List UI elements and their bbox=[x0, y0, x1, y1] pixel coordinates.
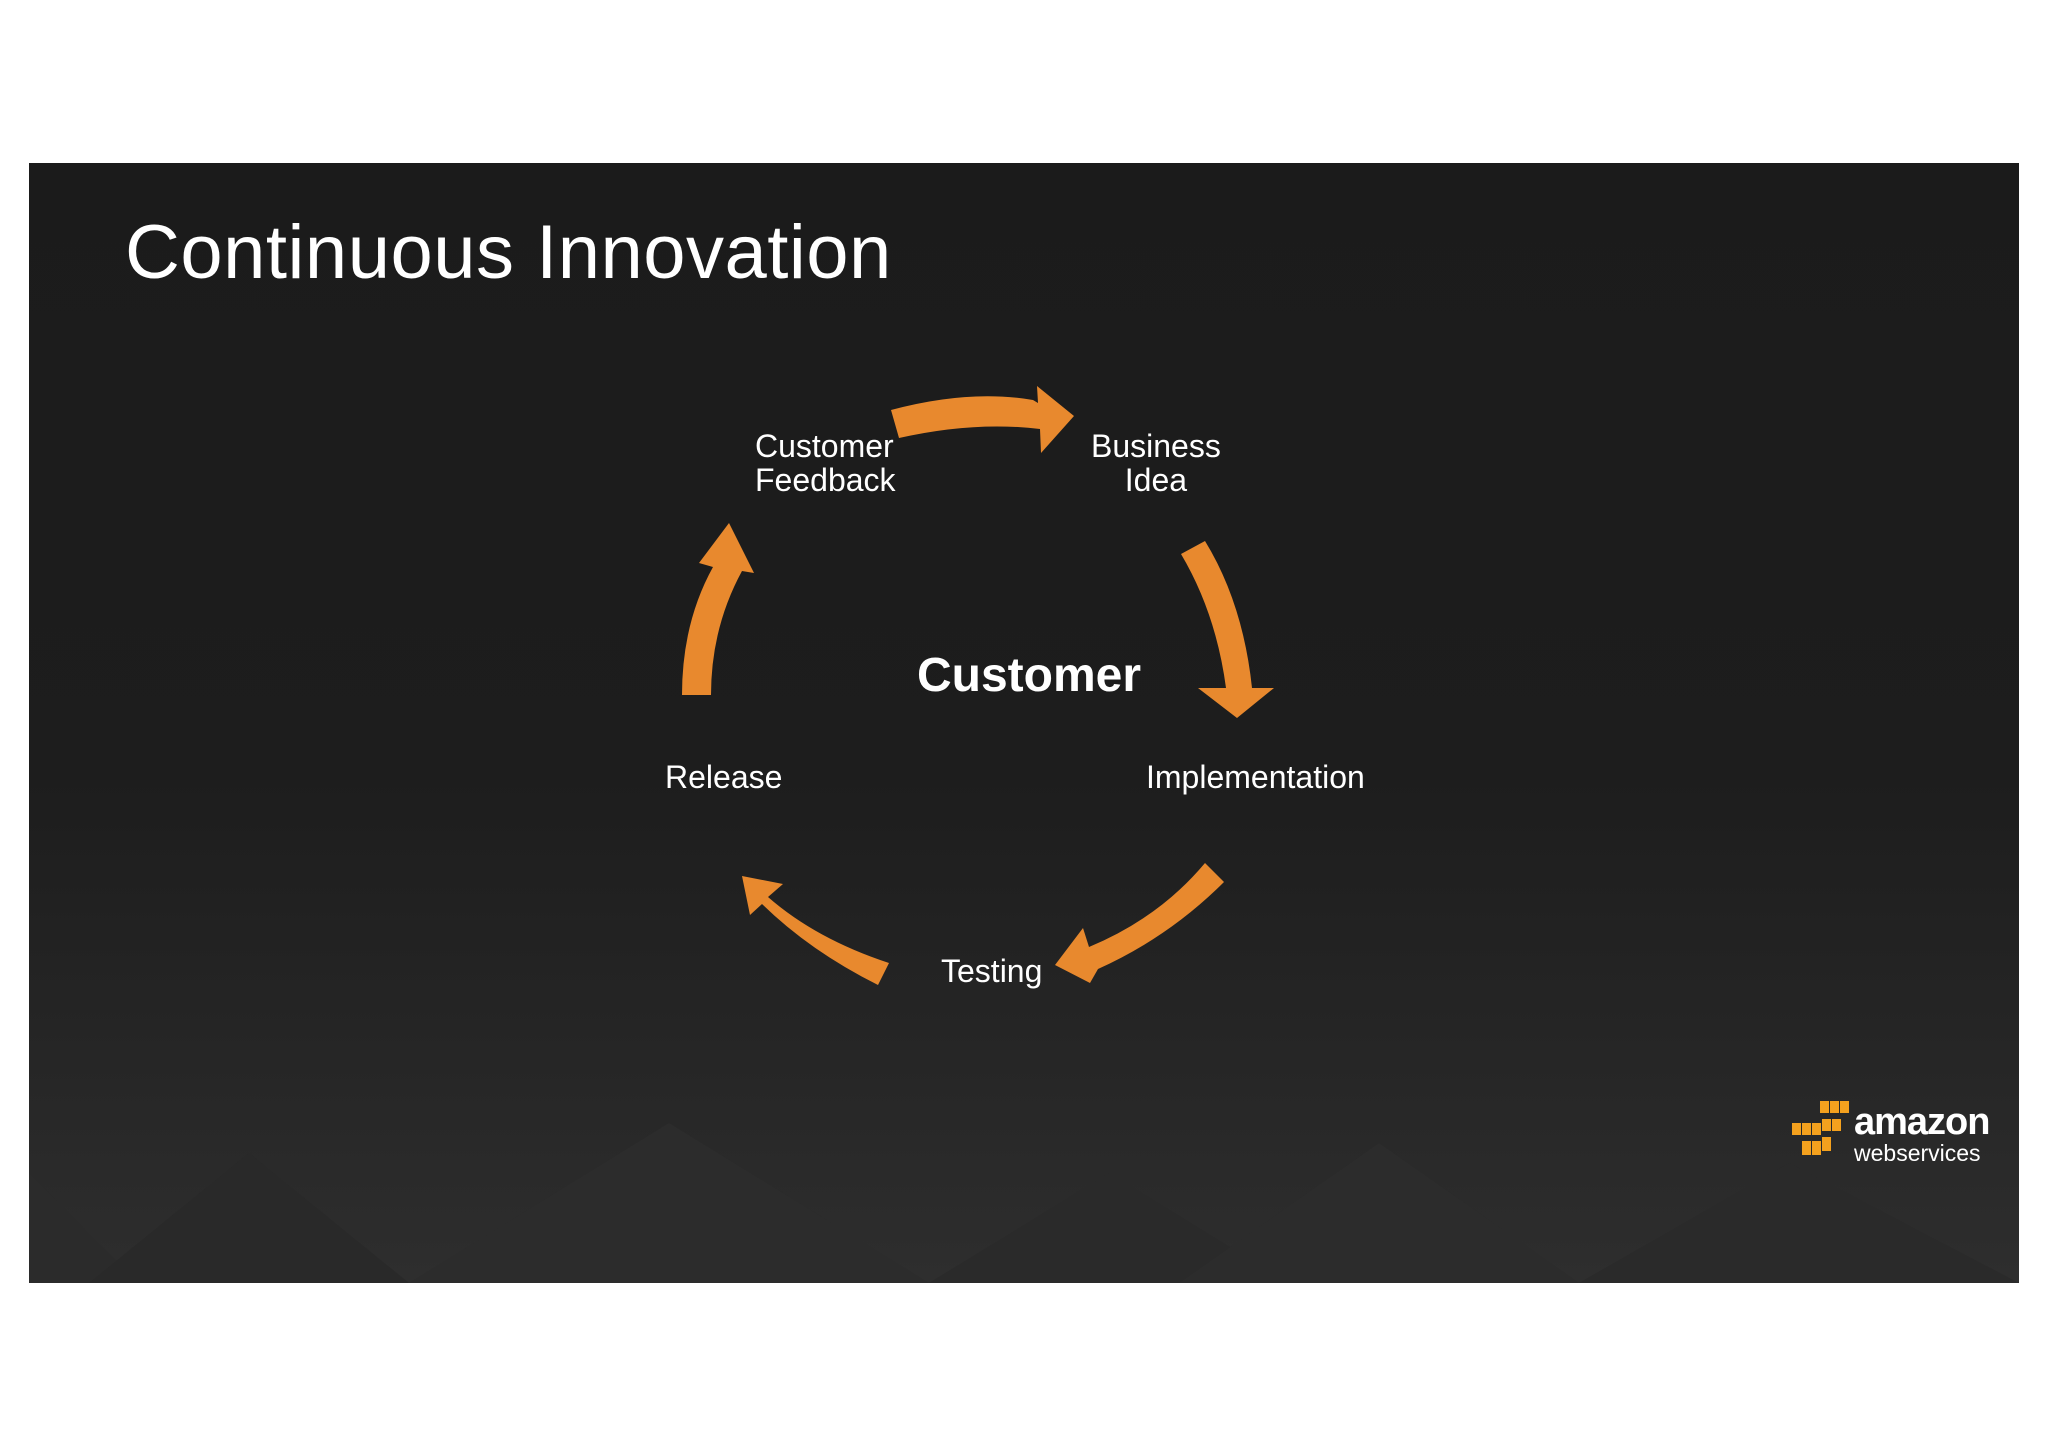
curved-arrow-icon bbox=[1181, 541, 1274, 718]
logo-subtitle: webservices bbox=[1854, 1140, 1981, 1166]
node-implementation: Implementation bbox=[1146, 759, 1365, 795]
slide-title: Continuous Innovation bbox=[125, 210, 892, 295]
node-customer-feedback: Customer Feedback bbox=[755, 428, 896, 498]
curved-arrow-icon bbox=[742, 876, 889, 985]
curved-arrow-icon bbox=[891, 386, 1074, 453]
aws-logo: amazon webservices bbox=[1792, 1093, 2002, 1183]
aws-cubes-icon bbox=[1792, 1101, 1849, 1155]
slide: Continuous Innovation Customer Feedback … bbox=[29, 163, 2019, 1283]
node-release: Release bbox=[665, 759, 783, 795]
cycle-diagram bbox=[682, 386, 1274, 985]
node-testing: Testing bbox=[941, 953, 1043, 989]
node-business-idea: Business Idea bbox=[1091, 428, 1221, 498]
curved-arrow-icon bbox=[682, 523, 754, 695]
curved-arrow-icon bbox=[1055, 863, 1224, 983]
center-label-customer: Customer bbox=[916, 649, 1142, 702]
chevron-background-pattern bbox=[29, 1123, 2019, 1283]
logo-wordmark: amazon bbox=[1854, 1101, 1990, 1143]
